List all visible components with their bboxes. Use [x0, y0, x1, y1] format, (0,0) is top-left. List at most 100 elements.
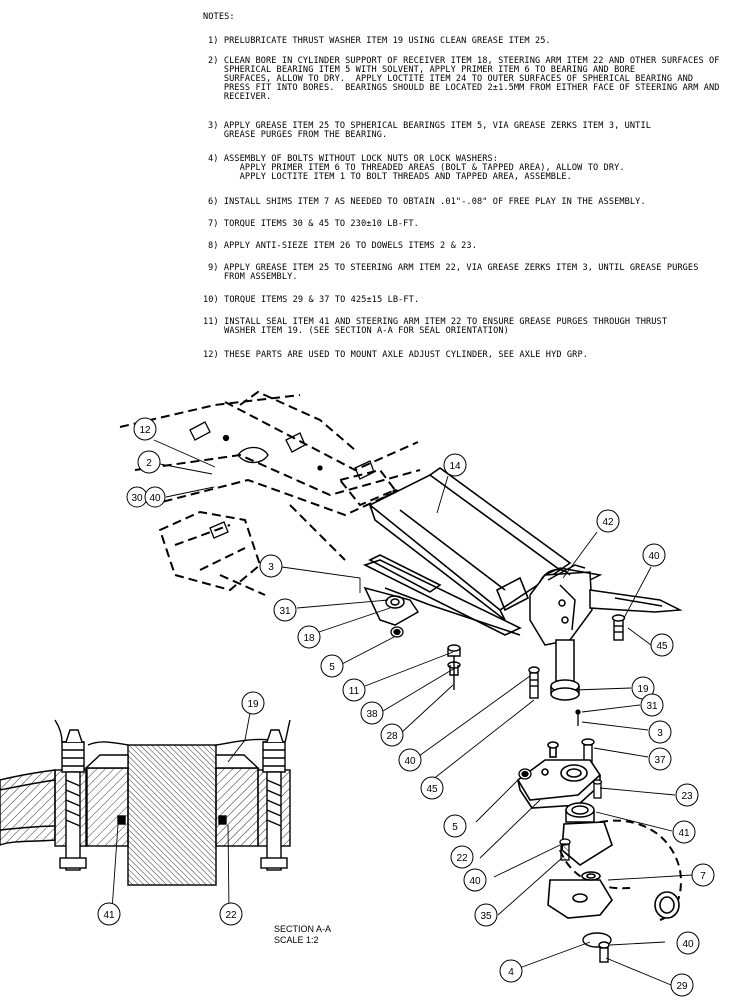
- callout-40: 40: [398, 748, 422, 772]
- callout-42: 42: [596, 509, 620, 533]
- callout-number: 14: [449, 461, 461, 472]
- callout-38: 38: [360, 701, 384, 725]
- callout-11: 11: [342, 678, 366, 702]
- spherical-bearing-5-lower: [518, 768, 532, 780]
- note-9-line-1: 9) APPLY GREASE ITEM 25 TO STEERING ARM …: [208, 263, 699, 273]
- note-4-line-1: 4) ASSEMBLY OF BOLTS WITHOUT LOCK NUTS O…: [208, 154, 499, 164]
- callout-12: 12: [133, 417, 157, 441]
- note-11-line-2: WASHER ITEM 19. (SEE SECTION A-A FOR SEA…: [203, 326, 509, 336]
- note-4-line-3: APPLY LOCTITE ITEM 1 TO BOLT THREADS AND…: [208, 172, 572, 182]
- callout-35: 35: [474, 903, 498, 927]
- section-title: SECTION A-A: [274, 924, 331, 934]
- pivot-pin: [550, 639, 580, 701]
- callout-40: 40: [676, 931, 700, 955]
- bolt-29: [598, 941, 610, 963]
- exploded-assembly-diagram: SECTION A-A SCALE 1:2: [0, 390, 715, 997]
- callout-number: 11: [349, 686, 360, 697]
- note-2-line-5: RECEIVER.: [208, 92, 272, 102]
- callout-41-section: 41: [97, 902, 121, 926]
- callout-28: 28: [380, 723, 404, 747]
- callout-number: 22: [456, 853, 468, 864]
- callout-number: 29: [676, 981, 688, 992]
- seal-41: [565, 802, 595, 823]
- callout-number: 18: [303, 633, 315, 644]
- callout-number: 45: [656, 641, 668, 652]
- note-7-line-1: 7) TORQUE ITEMS 30 & 45 TO 230±10 LB-FT.: [208, 219, 419, 229]
- callout-5: 5: [443, 814, 467, 838]
- callout-3: 3: [648, 720, 672, 744]
- note-2-line-3: SURFACES, ALLOW TO DRY. APPLY LOCTITE IT…: [208, 74, 694, 84]
- callout-19: 19: [631, 676, 655, 700]
- note-6-line-1: 6) INSTALL SHIMS ITEM 7 AS NEEDED TO OBT…: [208, 197, 646, 207]
- callout-41: 41: [672, 820, 696, 844]
- callouts: 12 2 30 40 14 3 31 18 5 42 40 45 11 38 2…: [97, 417, 715, 997]
- callout-number: 40: [469, 876, 481, 887]
- note-2-line-4: PRESS FIT INTO BORES. BEARINGS SHOULD BE…: [208, 83, 720, 93]
- callout-22: 22: [450, 845, 474, 869]
- callout-29: 29: [670, 973, 694, 997]
- callout-45: 45: [650, 633, 674, 657]
- callout-number: 37: [654, 755, 666, 766]
- callout-31: 31: [640, 693, 664, 717]
- callout-18: 18: [297, 625, 321, 649]
- callout-40: 40: [642, 543, 666, 567]
- callout-number: 40: [648, 551, 660, 562]
- note-1-line-1: 1) PRELUBRICATE THRUST WASHER ITEM 19 US…: [208, 36, 551, 46]
- callout-23: 23: [675, 783, 699, 807]
- callout-number: 45: [426, 784, 438, 795]
- callout-number: 40: [149, 493, 161, 504]
- note-3-line-1: 3) APPLY GREASE ITEM 25 TO SPHERICAL BEA…: [208, 121, 652, 131]
- callout-31: 31: [273, 598, 297, 622]
- dowel-23: [592, 779, 603, 799]
- callout-14: 14: [443, 453, 467, 477]
- nut-stack-35: [559, 838, 571, 861]
- bolt-stack-center: [447, 644, 461, 690]
- section-a-a: [0, 719, 291, 886]
- callout-7: 7: [691, 863, 715, 887]
- section-scale: SCALE 1:2: [274, 935, 319, 945]
- notes-block: NOTES: 1) PRELUBRICATE THRUST WASHER ITE…: [0, 0, 748, 380]
- receiver-frame-details: [189, 421, 375, 539]
- notes-heading: NOTES:: [203, 12, 235, 22]
- axle-housing: [547, 819, 682, 921]
- callout-number: 28: [386, 731, 398, 742]
- callout-number: 4: [508, 967, 514, 978]
- callout-number: 30: [131, 493, 143, 504]
- receiver-frame-phantom: [119, 390, 421, 596]
- callout-19-section: 19: [241, 691, 265, 715]
- callout-number: 40: [682, 939, 694, 950]
- callout-number: 5: [329, 662, 335, 673]
- note-12-line-1: 12) THESE PARTS ARE USED TO MOUNT AXLE A…: [203, 350, 588, 360]
- callout-45: 45: [420, 776, 444, 800]
- callout-number: 31: [646, 701, 658, 712]
- receiver-bracket: [363, 586, 420, 626]
- note-10-line-1: 10) TORQUE ITEMS 29 & 37 TO 425±15 LB-FT…: [203, 295, 420, 305]
- callout-4: 4: [499, 959, 523, 983]
- callout-3: 3: [259, 554, 283, 578]
- callout-number: 19: [247, 699, 259, 710]
- leader-lines: [111, 439, 693, 986]
- callout-number: 19: [637, 684, 649, 695]
- callout-5: 5: [320, 654, 344, 678]
- callout-number: 3: [268, 562, 274, 573]
- steering-pivot-head: [529, 564, 683, 646]
- note-2-line-2: SPHERICAL BEARING ITEM 5 WITH SOLVENT, A…: [208, 65, 636, 75]
- spherical-bearing-5-upper: [390, 626, 404, 638]
- callout-number: 23: [681, 791, 693, 802]
- callout-number: 38: [366, 709, 378, 720]
- callout-number: 31: [279, 606, 291, 617]
- bolt-37: [581, 738, 595, 766]
- note-3-line-2: GREASE PURGES FROM THE BEARING.: [208, 130, 388, 140]
- callout-40: 40: [144, 486, 166, 508]
- callout-40: 40: [463, 868, 487, 892]
- note-11-line-1: 11) INSTALL SEAL ITEM 41 AND STEERING AR…: [203, 317, 668, 327]
- callout-30: 30: [126, 486, 148, 508]
- callout-number: 12: [139, 425, 151, 436]
- bolt-45-long: [528, 666, 540, 699]
- note-8-line-1: 8) APPLY ANTI-SIEZE ITEM 26 TO DOWELS IT…: [208, 241, 477, 251]
- note-4-line-2: APPLY PRIMER ITEM 6 TO THREADED AREAS (B…: [208, 163, 625, 173]
- callout-number: 41: [678, 828, 690, 839]
- callout-number: 42: [602, 517, 614, 528]
- callout-number: 41: [103, 910, 115, 921]
- callout-2: 2: [137, 450, 161, 474]
